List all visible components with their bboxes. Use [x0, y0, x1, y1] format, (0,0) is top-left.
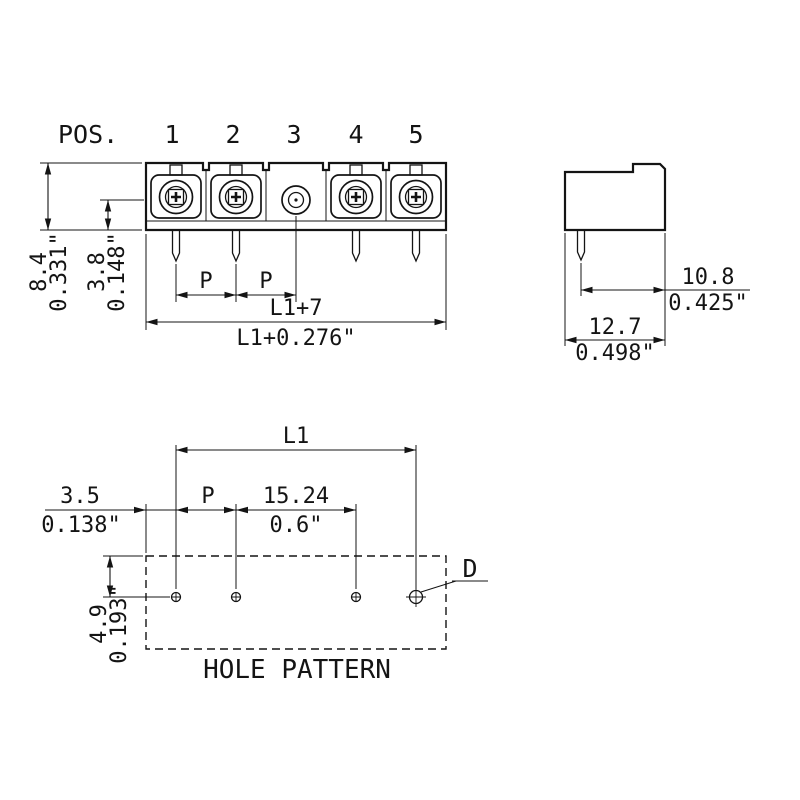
dim-double-pitch-mm: 15.24 — [263, 484, 329, 509]
screw-terminal-pos1 — [150, 164, 202, 219]
dim-pin-setback: 10.8 0.425" — [580, 233, 750, 346]
position-row: POS. 1 2 3 4 5 — [58, 120, 424, 149]
pos-number-4: 4 — [348, 120, 363, 149]
dim-depth-mm: 12.7 — [589, 315, 642, 340]
hole-diameter-label: D — [462, 554, 477, 583]
hole-3 — [350, 591, 362, 603]
pos-number-1: 1 — [164, 120, 179, 149]
screw-terminal-pos5 — [390, 164, 442, 219]
dim-depth: 12.7 0.498" — [564, 233, 665, 366]
round-opening-pos3 — [281, 185, 311, 215]
solder-pin — [171, 230, 181, 263]
dim-row-offset-mm: 4.9 — [87, 604, 112, 644]
hole-2 — [230, 591, 242, 603]
dim-length-mm: L1+7 — [270, 296, 323, 321]
dim-body-height: 8.4 0.331" — [27, 162, 142, 312]
screw-cross-slot — [351, 192, 361, 202]
dim-hole-pitch: P — [201, 484, 214, 509]
solder-pin — [576, 230, 586, 262]
pos-label: POS. — [58, 120, 118, 149]
dim-edge-offset-mm: 3.5 — [60, 484, 100, 509]
dim-height-mm: 8.4 — [27, 252, 52, 292]
dim-edge-offset-in: 0.138" — [41, 513, 120, 538]
dim-L1-label: L1 — [283, 424, 310, 449]
dim-hole-row: 3.5 0.138" P 15.24 0.6" — [41, 484, 357, 589]
hole-4-reference — [406, 587, 426, 607]
pos-number-5: 5 — [408, 120, 423, 149]
dim-center-offset: 3.8 0.148" — [85, 199, 144, 312]
side-body-outline — [563, 162, 667, 232]
solder-pin — [411, 230, 421, 263]
screw-cross-slot — [231, 192, 241, 202]
board-edge-dashed — [145, 555, 447, 650]
dim-pitch-2: P — [259, 269, 272, 294]
pos-number-3: 3 — [286, 120, 301, 149]
hole-1 — [170, 591, 182, 603]
hole-diameter-callout: D — [420, 554, 488, 593]
hole-pattern-drawing: L1 3.5 0.138" P 15.24 0.6" 4.9 0.193" — [41, 424, 488, 685]
hole-pattern-title: HOLE PATTERN — [203, 655, 391, 685]
dim-row-offset: 4.9 0.193" — [87, 555, 170, 664]
dim-total-length: L1+7 L1+0.276" — [145, 234, 447, 351]
screw-cross-slot — [171, 192, 181, 202]
pos-number-2: 2 — [225, 120, 240, 149]
dim-depth-in: 0.498" — [575, 341, 654, 366]
screw-terminal-pos2 — [210, 164, 262, 219]
dim-pitch-front: P P — [175, 216, 297, 302]
dim-pitch-1: P — [199, 269, 212, 294]
connector-body-outline — [144, 161, 448, 232]
dim-row-offset-in: 0.193" — [107, 584, 132, 663]
screw-terminal-pos4 — [330, 164, 382, 219]
dim-hole-span-L1: L1 — [175, 424, 417, 589]
solder-pin — [231, 230, 241, 263]
screw-cross-slot — [411, 192, 421, 202]
dim-center-offset-in: 0.148" — [105, 232, 130, 311]
side-view-drawing — [563, 162, 667, 262]
dim-height-in: 0.331" — [47, 232, 72, 311]
dim-double-pitch-in: 0.6" — [270, 513, 323, 538]
dim-pin-setback-in: 0.425" — [668, 291, 747, 316]
dim-length-in: L1+0.276" — [236, 326, 355, 351]
solder-pin — [351, 230, 361, 263]
dim-center-offset-mm: 3.8 — [85, 252, 110, 292]
dim-pin-setback-mm: 10.8 — [682, 265, 735, 290]
front-view-drawing — [144, 161, 448, 263]
